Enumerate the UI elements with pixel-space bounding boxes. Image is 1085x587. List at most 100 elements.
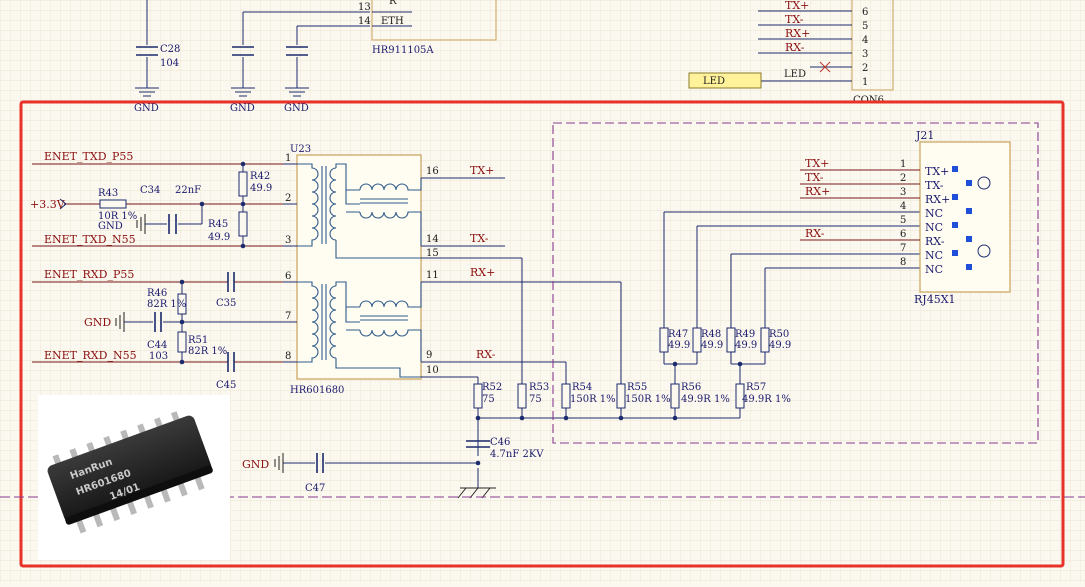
r49-ref: R49 [735,329,755,340]
u23-pin8: 8 [285,351,291,362]
gnd-icon-c34 [136,214,146,234]
mid-network: R47 49.9 R48 49.9 R49 49.9 R50 49.9 R56 … [659,211,920,409]
r46-ref: R46 [147,288,167,299]
gnd-symbol-2 [231,87,255,97]
r56-ref: R56 [681,382,701,393]
con6-pin6: 6 [862,7,868,18]
j21-net-txn: TX- [805,171,824,184]
r47-ref: R47 [668,329,688,340]
u23-part: HR601680 [290,385,344,396]
r52-resistor [473,383,483,409]
u23-net-rxn: RX- [476,348,496,361]
j21-pin3: 3 [900,187,906,198]
j21-pin-name-3: RX+ [925,193,950,206]
c44-value: 103 [149,351,168,362]
net-enet-txd-p: ENET_TXD_P55 [44,150,133,163]
gnd-label-c44: GND [84,316,111,329]
u23-pin16: 16 [426,166,439,177]
hr911105a-pin13: 13 [358,2,371,13]
j21-part: RJ45X1 [914,293,956,306]
j21-pin-name-5: NC [925,221,943,234]
r57-ref: R57 [746,382,766,393]
r43-ref: R43 [98,188,118,199]
j21-pin-name-6: RX- [925,235,945,248]
gnd-label-3: GND [284,103,309,114]
r53-ref: R53 [529,382,549,393]
c44-ref: C44 [147,340,167,351]
r45-ref: R45 [208,219,228,230]
con6-pin1: 1 [862,77,868,88]
r42-ref: R42 [250,171,270,182]
j21-ref: J21 [915,129,934,142]
top-region: C28 104 GND GND GND R 13 14 ETH HR911105 [134,0,894,114]
no-connect-mark [819,61,831,73]
r56-value: 49.9R 1% [681,394,730,405]
r55-ref: R55 [627,382,647,393]
r46-value: 82R 1% [147,299,186,310]
j21-net-rxp: RX+ [805,185,830,198]
gnd-label-c34: GND [98,221,123,232]
u23-pin3: 3 [285,235,291,246]
con6-net-rxn: RX- [785,41,805,54]
u23-pin1: 1 [285,153,291,164]
u23-pin11: 11 [426,270,439,281]
j21-pin7: 7 [900,243,906,254]
r48-ref: R48 [701,329,721,340]
led-port [688,72,762,89]
power-label-3v3: +3.3V [30,198,66,211]
r57-resistor [735,383,745,409]
u23-pin15: 15 [426,248,439,259]
hr911105a-partial-label: R [389,0,397,7]
c45-ref: C45 [216,380,236,391]
power-port-icon [59,198,67,210]
u23-pin2: 2 [285,193,291,204]
component-photo: HanRun HR601680 14/01 [38,395,230,560]
r43-resistor [99,199,127,209]
j21-pin5: 5 [900,215,906,226]
dashed-region [552,122,1039,444]
u23-transformer: U23 HR601680 1 2 3 6 7 8 16 14 15 11 9 1… [283,144,621,396]
r49-value: 49.9 [735,340,757,351]
u23-pin14: 14 [426,234,439,245]
r53-resistor [517,383,527,409]
r52-value: 75 [482,394,495,405]
r50-value: 49.9 [769,340,791,351]
r42-value: 49.9 [250,183,272,194]
r43-value: 10R 1% [98,211,137,222]
r51-value: 82R 1% [188,346,227,357]
r45-value: 49.9 [208,232,230,243]
c34-ref: C34 [140,185,160,196]
r54-value: 150R 1% [570,394,616,405]
gnd-symbol-3 [285,87,309,97]
j21-pin-name-7: NC [925,249,943,262]
j21-body [919,141,1011,293]
j21-pin-name-1: TX+ [925,165,949,178]
gnd-icon-c44 [115,312,125,332]
j21-pin-name-2: TX- [925,179,944,192]
c34-value: 22nF [175,185,201,196]
r54-resistor [561,383,571,409]
chassis-ground-icon [457,487,496,499]
con6-pin2: 2 [862,63,868,74]
left-network: ENET_TXD_P55 ENET_TXD_N55 ENET_RXD_P55 E… [30,150,283,391]
con6-net-txn: TX- [785,13,804,26]
r49-resistor [726,327,736,353]
hr911105a-pin14: 14 [358,16,371,27]
r42-resistor [238,171,248,197]
j21-net-rxn: RX- [805,227,825,240]
r47-resistor [659,327,669,353]
bottom-network: R52 75 R53 75 R54 150R 1% R55 150R 1% C4… [242,258,741,499]
c46-value: 4.7nF 2KV [490,449,544,460]
gnd-symbol-1 [135,87,159,97]
r55-value: 150R 1% [625,394,671,405]
r46-resistor [177,293,187,315]
c46-ref: C46 [490,437,510,448]
u23-net-txn: TX- [470,232,489,245]
c28-ref: C28 [160,44,180,55]
c28-value: 104 [160,58,179,69]
con6-pin3: 3 [862,49,868,60]
r55-resistor [616,383,626,409]
r51-resistor [177,331,187,353]
